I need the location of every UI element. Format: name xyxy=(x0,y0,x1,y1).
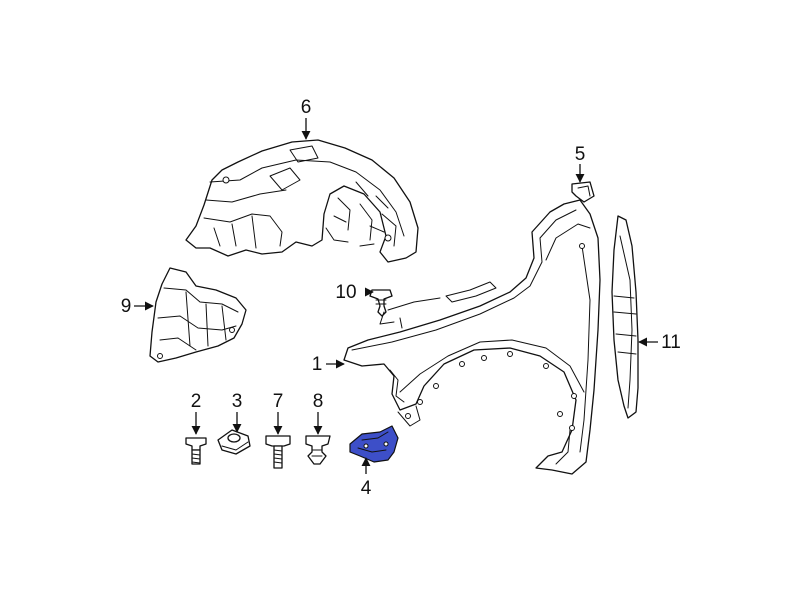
callout-8: 8 xyxy=(313,391,324,412)
callout-4: 4 xyxy=(361,478,372,499)
callout-9: 9 xyxy=(121,296,132,317)
callout-6: 6 xyxy=(301,97,312,118)
part-5-bracket-clip[interactable] xyxy=(571,181,595,203)
part-3-nut[interactable] xyxy=(217,429,251,455)
callout-5: 5 xyxy=(575,144,586,165)
part-6-wheelhouse-liner[interactable] xyxy=(185,139,419,263)
part-8-pin[interactable] xyxy=(305,435,331,465)
callout-11: 11 xyxy=(661,332,681,353)
callout-labels: 6 5 10 9 1 11 2 3 7 8 4 xyxy=(121,97,681,499)
part-11-seal-panel[interactable] xyxy=(611,215,639,419)
callout-7: 7 xyxy=(273,391,284,412)
part-10-push-pin[interactable] xyxy=(369,289,393,317)
callout-2: 2 xyxy=(191,391,202,412)
callout-10: 10 xyxy=(335,282,356,303)
part-2-bolt[interactable] xyxy=(185,437,207,465)
callout-3: 3 xyxy=(232,391,243,412)
part-1-fender[interactable] xyxy=(343,199,601,475)
callout-1: 1 xyxy=(312,354,323,375)
part-9-splash-shield[interactable] xyxy=(149,267,247,363)
leader-lines xyxy=(134,118,658,474)
part-7-bolt[interactable] xyxy=(265,435,291,469)
part-4-fender-bracket[interactable] xyxy=(349,425,399,463)
